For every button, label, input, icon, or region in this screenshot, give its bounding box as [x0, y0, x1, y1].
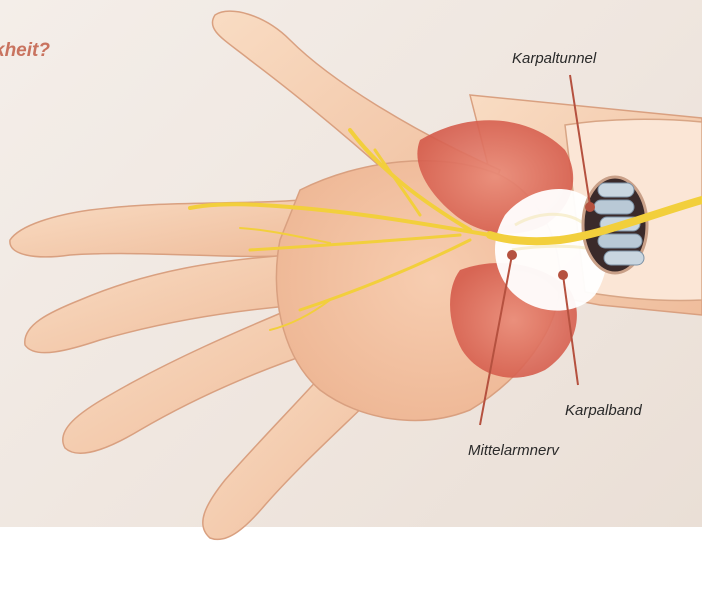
label-carpal-ligament: Karpalband: [565, 402, 642, 419]
label-carpal-tunnel: Karpaltunnel: [512, 50, 596, 67]
label-median-nerve: Mittelarmnerv: [468, 442, 559, 459]
heading-fragment: kheit?: [0, 40, 50, 62]
